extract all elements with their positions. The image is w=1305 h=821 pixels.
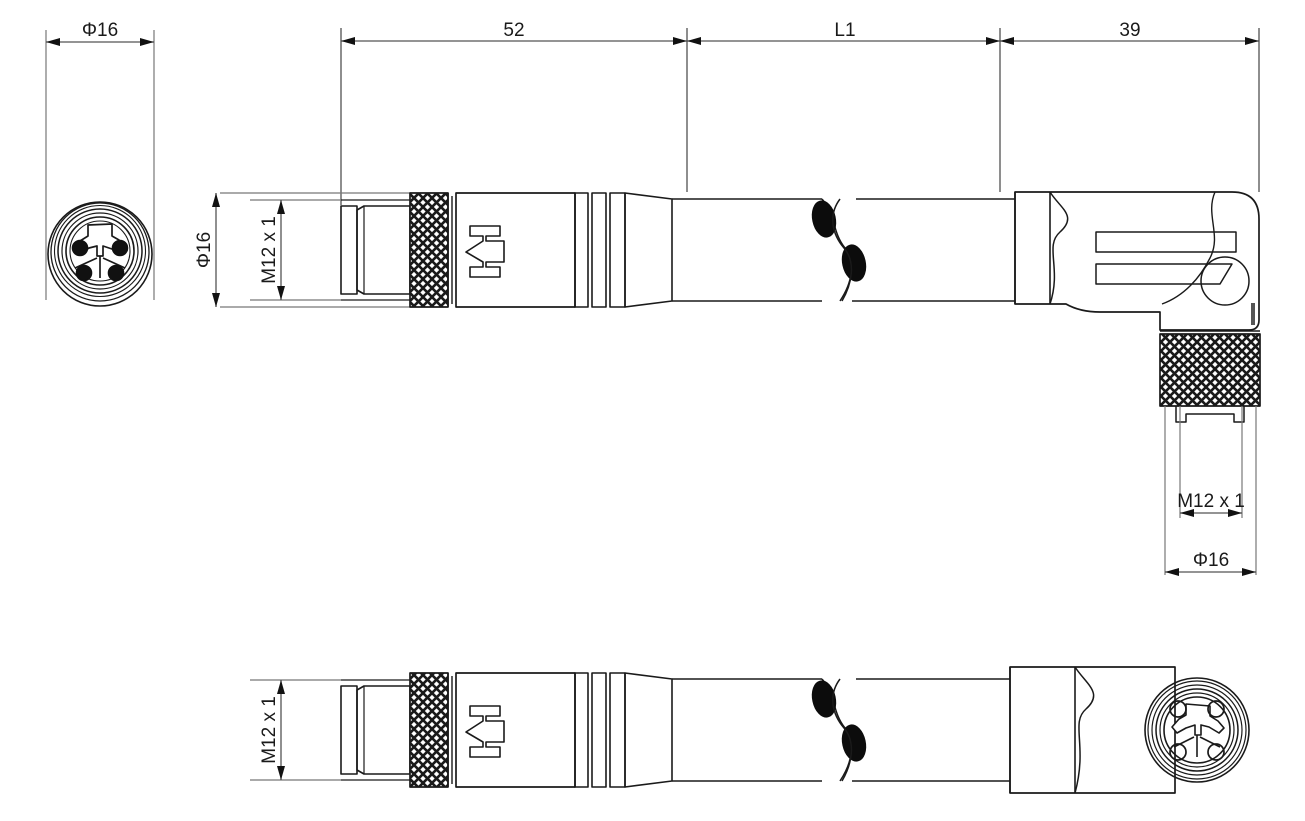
face-contact-4: [107, 264, 125, 282]
led-window-lower: [1095, 263, 1233, 285]
face-insert-ring: [65, 216, 135, 286]
arrow-marking-icon: [465, 225, 505, 278]
top-assembly: [220, 191, 1261, 575]
dim-text-39: 39: [1119, 20, 1140, 41]
body-rib-2: [591, 192, 607, 308]
top-left-knurled-nut: [409, 192, 453, 308]
bottom-body-taper: [624, 672, 673, 788]
face-contact-3: [75, 264, 93, 282]
dim-text-L1: L1: [834, 20, 855, 41]
top-left-vertical-dims: [212, 193, 285, 307]
bottom-body-main: [455, 672, 576, 788]
bottom-face-ring-2: [1147, 680, 1247, 780]
top-dimension-chain: [340, 28, 1260, 205]
bottom-break-symbol-lower: [841, 724, 867, 762]
end-face-view: [45, 30, 155, 307]
dim-text-face-diameter: Φ16: [82, 20, 118, 41]
face-ring-2: [50, 202, 150, 302]
bottom-knurl-field: [409, 672, 449, 788]
dim-text-angled-diameter: Φ16: [1193, 550, 1229, 571]
break-symbol-upper: [811, 200, 837, 238]
face-ring-3: [53, 204, 147, 298]
bottom-break-curve-right: [832, 678, 853, 782]
face-ring-4: [57, 208, 143, 294]
bottom-body-rib-2: [591, 672, 607, 788]
bottom-face-web-right: [1199, 736, 1221, 748]
face-web-right: [102, 257, 126, 269]
bottom-thread-collar: [340, 685, 358, 775]
bottom-face-ring-3: [1151, 684, 1243, 776]
bottom-face-ring-4: [1155, 688, 1239, 772]
knurl-field: [409, 192, 449, 308]
break-symbol-lower: [841, 244, 867, 282]
bottom-face-contact-3: [1169, 743, 1187, 761]
top-left-body: [455, 192, 673, 308]
angled-dimensions: [1165, 509, 1256, 576]
bottom-break-symbol-upper: [811, 680, 837, 718]
angled-seam-curve: [1161, 191, 1216, 305]
body-rib-1: [574, 192, 589, 308]
bottom-face-insert-ring: [1163, 696, 1231, 764]
face-contact-2: [111, 239, 129, 257]
bottom-left-knurled-nut: [409, 672, 453, 788]
bottom-face-contact-1: [1169, 700, 1187, 718]
bottom-left-body: [455, 672, 673, 788]
dim-text-dia16-side: Φ16: [194, 232, 215, 268]
bottom-face-keyway: [1171, 703, 1225, 736]
dim-text-m12-lower: M12 x 1: [259, 696, 280, 764]
bottom-face-outer-ring: [1144, 677, 1250, 783]
bottom-right-socket: [1009, 666, 1250, 794]
face-contact-1: [71, 239, 89, 257]
angled-knob-circle: [1200, 256, 1250, 306]
top-right-angled-socket: [1014, 191, 1261, 575]
bottom-body-rib-3: [609, 672, 626, 788]
bottom-left-thread: [250, 679, 411, 781]
top-cable: [672, 198, 1015, 302]
led-window-upper: [1095, 231, 1237, 253]
face-web-left: [74, 257, 98, 269]
bottom-socket-grip-notch: [1074, 666, 1095, 794]
dim-text-52: 52: [503, 20, 524, 41]
bottom-assembly: [250, 666, 1250, 794]
angled-knurled-nut: [1159, 333, 1261, 407]
angled-grip-notch: [1049, 191, 1069, 305]
bottom-cable: [672, 678, 1010, 782]
bottom-face-web-left: [1173, 736, 1195, 748]
face-insert-ring-inner: [69, 220, 131, 282]
thread-body: [356, 205, 411, 295]
body-main: [455, 192, 576, 308]
dim-text-m12-side: M12 x 1: [259, 216, 280, 284]
face-outer-ring: [47, 201, 153, 307]
bottom-socket-body: [1009, 666, 1176, 794]
bottom-body-rib-1: [574, 672, 589, 788]
bottom-arrow-marking-icon: [465, 705, 505, 758]
bottom-thread-body: [356, 685, 411, 775]
body-rib-3: [609, 192, 626, 308]
thread-collar: [340, 205, 358, 295]
body-taper: [624, 192, 673, 308]
angled-housing-outline: [1014, 191, 1260, 331]
angled-thread-stub: [1175, 406, 1245, 423]
cable-break-curve-right: [832, 198, 853, 302]
dim-text-angled-thread: M12 x 1: [1177, 491, 1245, 512]
top-left-thread: [220, 192, 411, 308]
bottom-face-ring-5: [1159, 692, 1235, 768]
face-ring-5: [61, 212, 139, 290]
bottom-face-contact-2: [1207, 700, 1225, 718]
bottom-face-contact-4: [1207, 743, 1225, 761]
